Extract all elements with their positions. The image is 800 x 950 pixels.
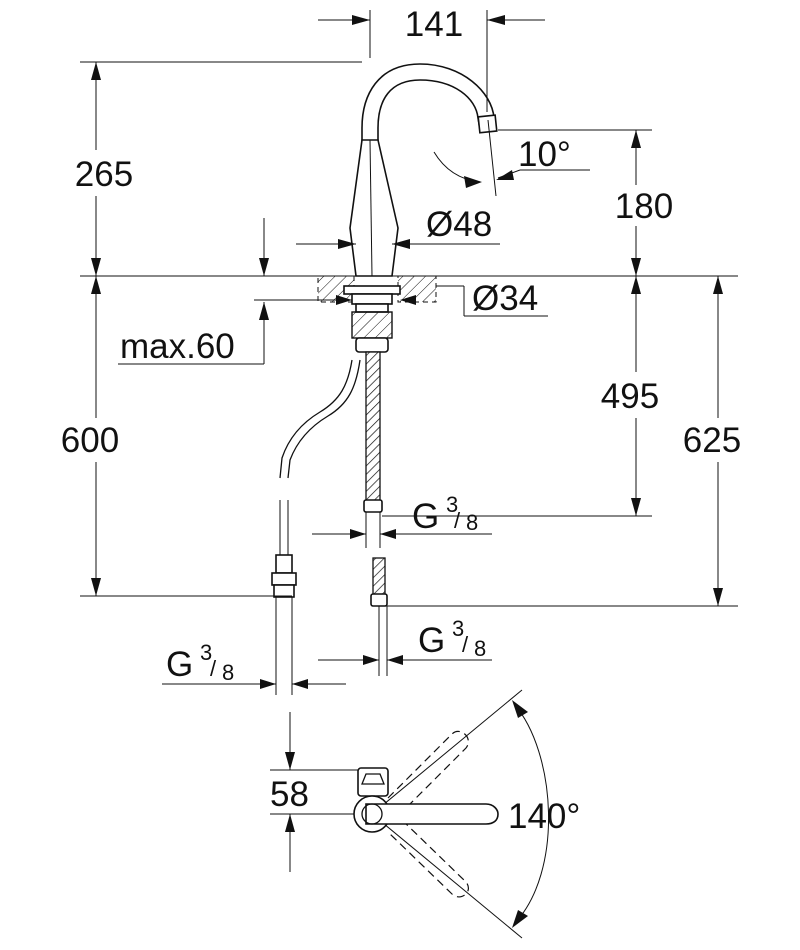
lever-top-view xyxy=(353,730,499,898)
body-ridge xyxy=(369,139,373,277)
dim-total-below: 625 xyxy=(683,421,741,460)
dim-height-above-deck: 265 xyxy=(75,155,133,194)
dimension-lines xyxy=(80,10,738,939)
svg-text:/: / xyxy=(210,656,217,681)
thread-label-lower-left: G 3 / 8 xyxy=(166,640,234,685)
dim-spout-angle: 10° xyxy=(518,135,571,174)
copper-pipe xyxy=(279,359,353,479)
spout-aerator xyxy=(477,114,498,134)
svg-text:/: / xyxy=(462,632,469,657)
dimension-labels: 141 265 10° 180 Ø48 Ø34 max.60 600 495 6… xyxy=(61,5,741,836)
dim-lever-offset: 58 xyxy=(270,775,309,814)
svg-text:3: 3 xyxy=(200,640,212,665)
svg-text:3: 3 xyxy=(452,616,464,641)
svg-text:G: G xyxy=(412,497,439,536)
lever-ghost-upper xyxy=(387,730,469,813)
thread-label-lower-right: G 3 / 8 xyxy=(418,616,486,661)
dim-lever-angle: 140° xyxy=(508,797,580,836)
mounting-hardware xyxy=(343,285,401,353)
dim-hose-length: 600 xyxy=(61,421,119,460)
thread-label-middle: G 3 / 8 xyxy=(412,492,478,536)
svg-text:/: / xyxy=(454,508,461,533)
braided-hose-stub xyxy=(372,557,386,597)
hoses xyxy=(271,351,388,695)
dim-body-diameter: Ø48 xyxy=(426,205,492,244)
dim-max-deck: max.60 xyxy=(120,327,235,366)
svg-text:8: 8 xyxy=(222,660,234,685)
dim-hole-diameter: Ø34 xyxy=(472,279,538,318)
lever-handle xyxy=(365,803,499,825)
dim-spout-width: 141 xyxy=(405,5,463,44)
lever-ghost-lower xyxy=(387,819,469,898)
braided-hose xyxy=(365,351,381,503)
svg-text:G: G xyxy=(418,621,445,660)
dim-spout-height: 180 xyxy=(615,187,673,226)
svg-text:8: 8 xyxy=(474,636,486,661)
svg-text:8: 8 xyxy=(466,510,478,535)
dim-shank-length: 495 xyxy=(601,377,659,416)
svg-text:3: 3 xyxy=(446,492,458,517)
tapered-body xyxy=(349,139,399,277)
svg-text:G: G xyxy=(166,645,193,684)
